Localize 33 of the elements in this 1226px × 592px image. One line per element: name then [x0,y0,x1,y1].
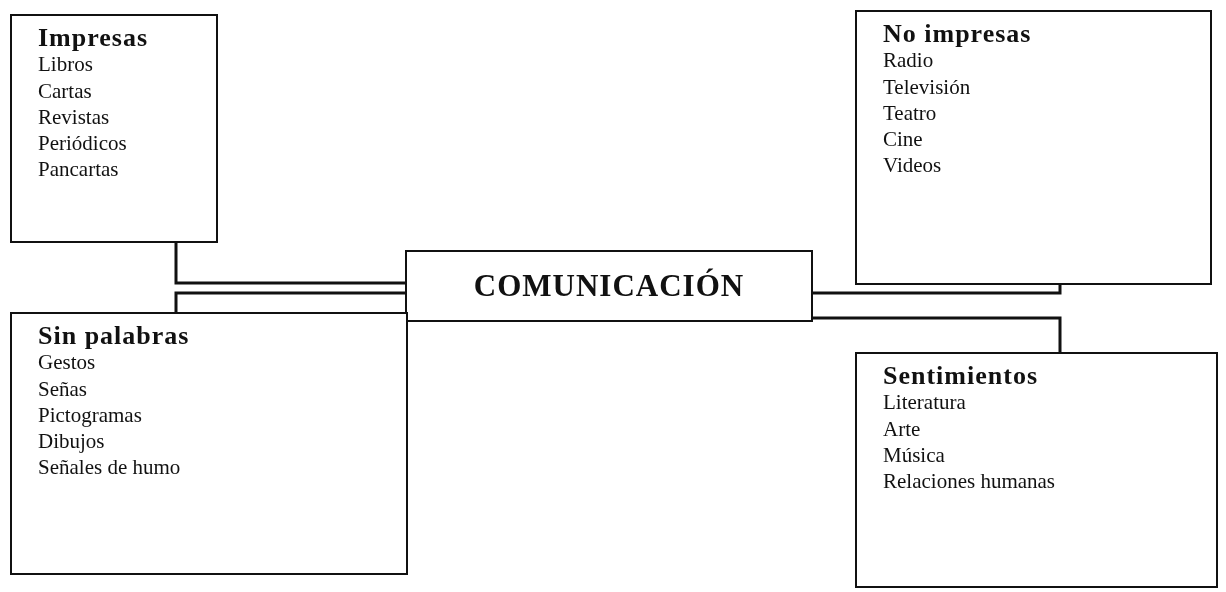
list-item: Gestos [38,349,97,376]
connector-line [813,316,1062,352]
list-item: Teatro [883,99,938,127]
list-item: Pictogramas [38,401,143,429]
list-item: Libros [38,51,94,78]
category-heading: Sin palabras [38,322,191,350]
category-box [10,312,408,575]
category-box [10,14,218,243]
list-item: Arte [883,415,922,442]
list-item: Pancartas [38,156,120,183]
list-item: Televisión [883,73,972,100]
category-heading: Impresas [38,24,150,52]
list-item: Periódicos [38,130,128,157]
connector-line [174,291,405,312]
list-item: Cartas [38,77,93,104]
list-item: Relaciones humanas [883,468,1057,495]
central-title: COMUNICACIÓN [473,268,745,304]
list-item: Literatura [883,389,967,416]
list-item: Revistas [38,103,111,131]
list-item: Dibujos [38,428,106,455]
connector-line [174,243,405,285]
central-box [405,250,813,322]
list-item: Cine [883,126,924,153]
list-item: Videos [883,152,943,179]
list-item: Señas [38,375,88,402]
category-heading: No impresas [883,20,1033,48]
list-item: Música [883,441,946,469]
connector-line [813,285,1062,295]
category-box [855,352,1218,588]
category-box [855,10,1212,285]
category-heading: Sentimientos [883,362,1039,390]
list-item: Señales de humo [38,454,182,481]
list-item: Radio [883,47,935,74]
